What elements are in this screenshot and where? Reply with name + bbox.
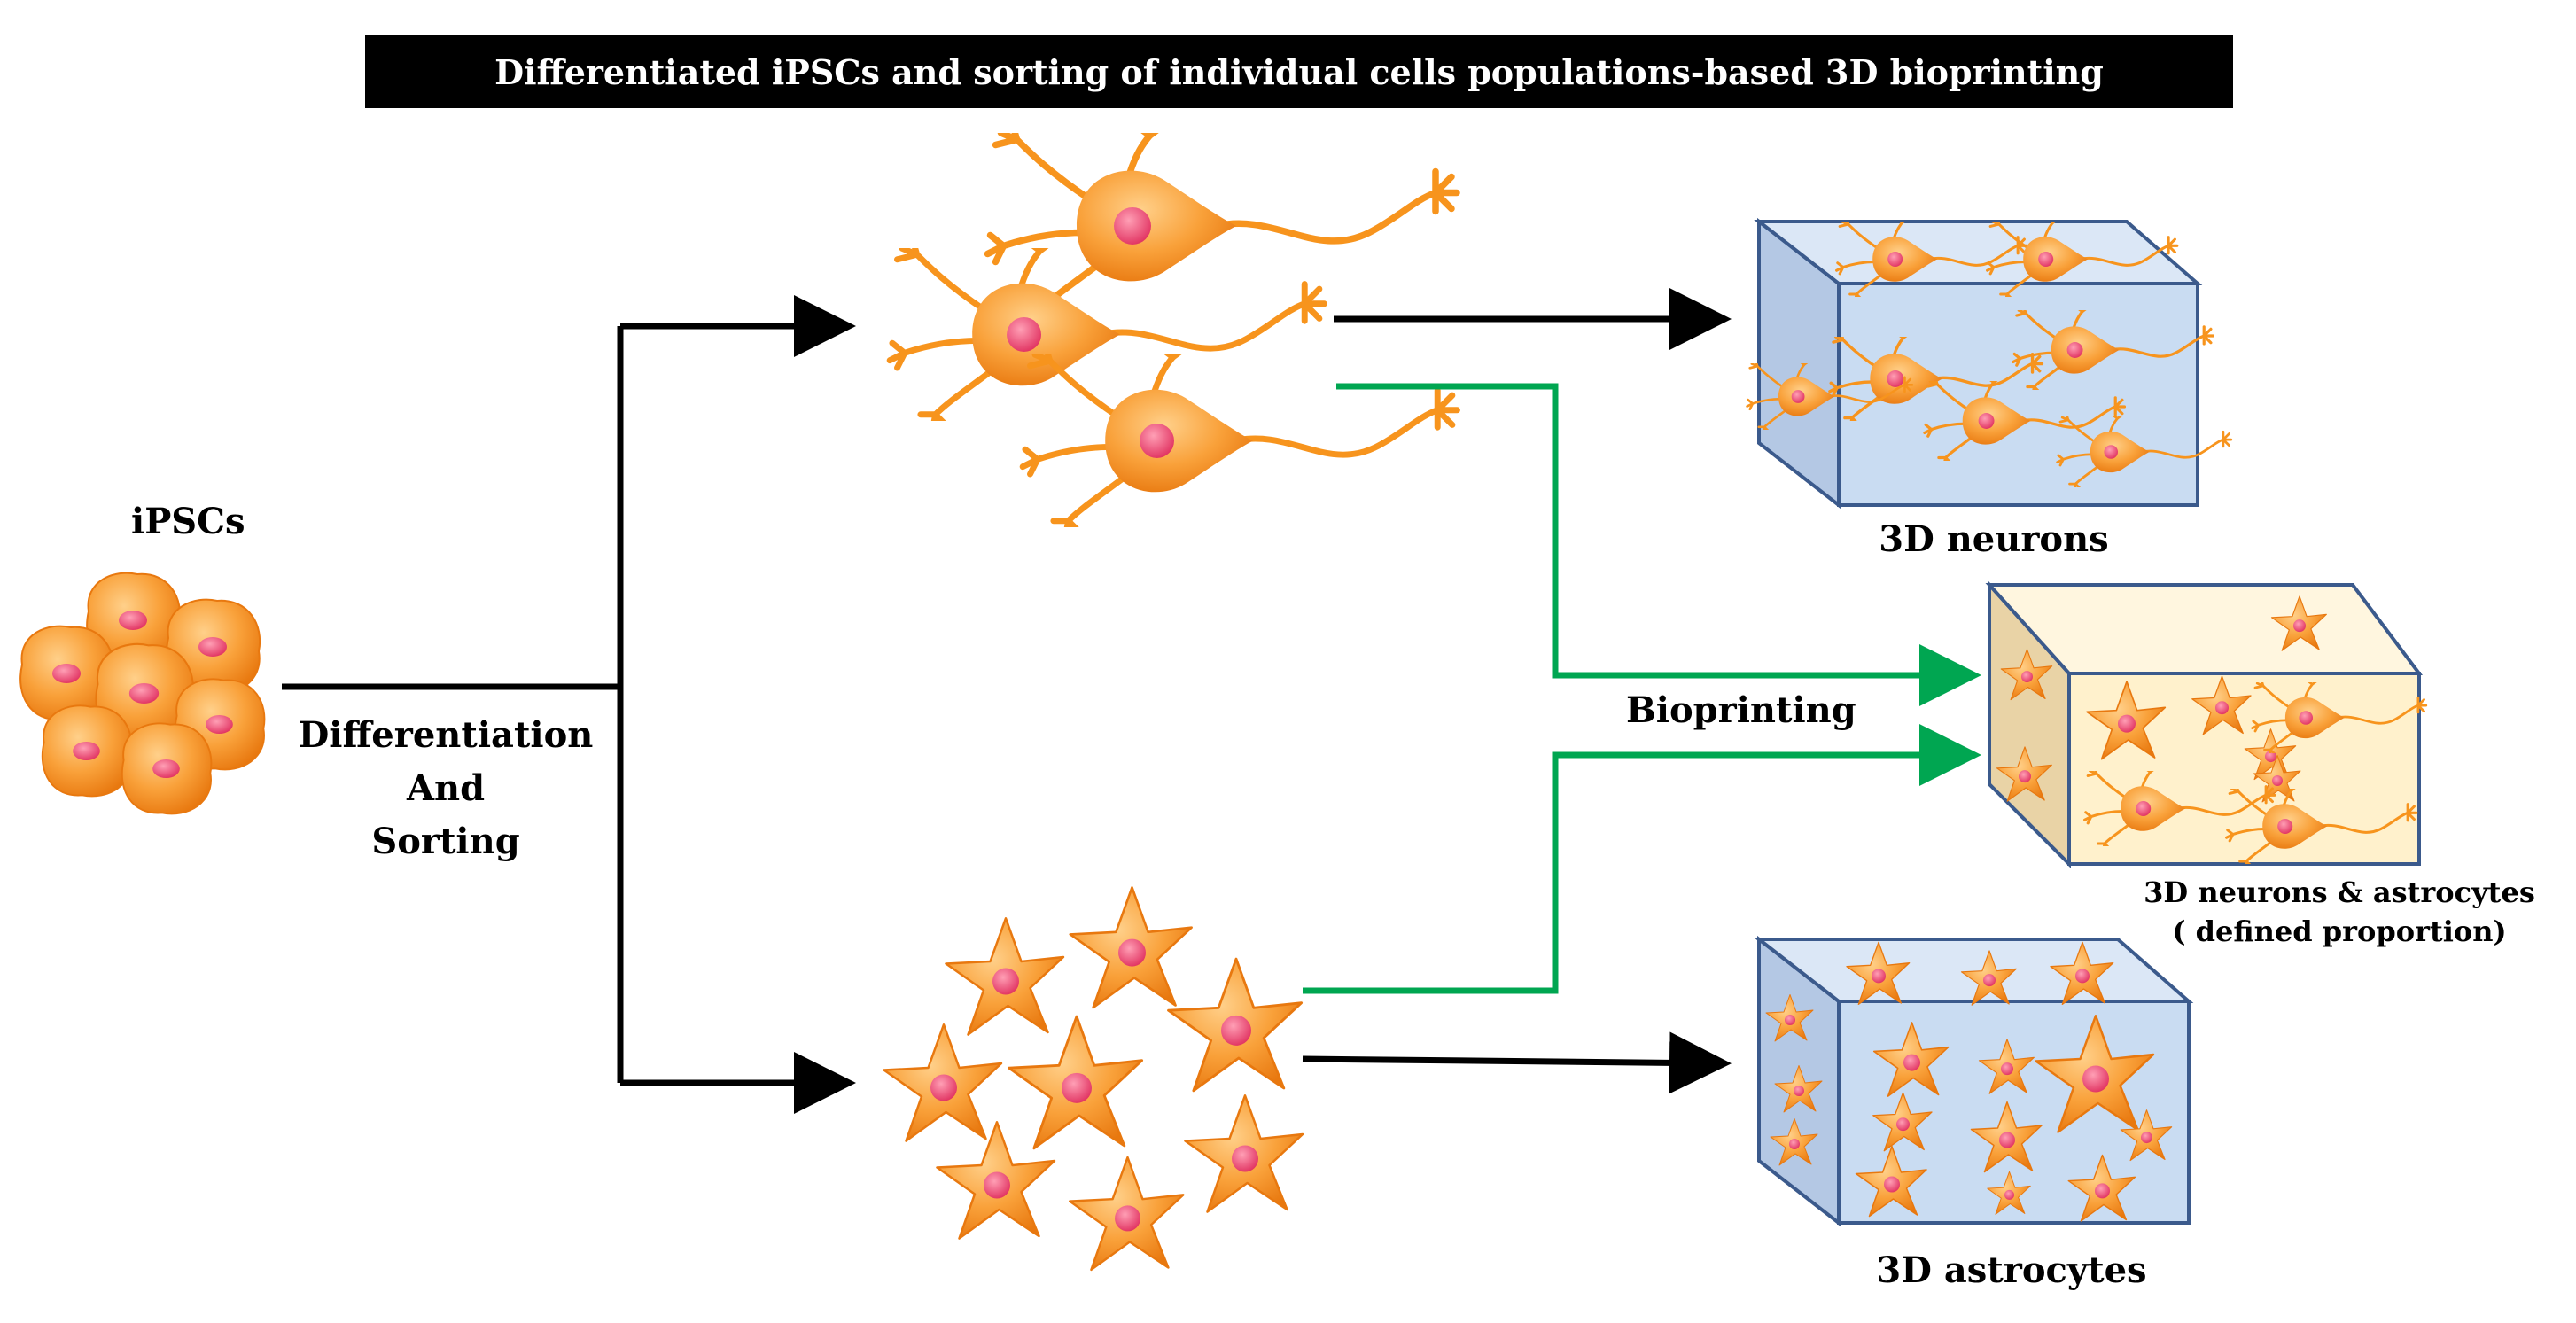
differentiation-branches bbox=[282, 288, 1732, 1114]
label-ipscs: iPSCs bbox=[131, 501, 245, 542]
label-3d-mixed-line1: 3D neurons & astrocytes bbox=[2144, 876, 2535, 909]
label-differentiation: Differentiation And Sorting bbox=[282, 709, 610, 868]
title-bar: Differentiated iPSCs and sorting of indi… bbox=[365, 35, 2233, 108]
label-3d-neurons: 3D neurons bbox=[1879, 518, 2109, 560]
astrocyte-cells bbox=[883, 886, 1304, 1272]
label-3d-astrocytes: 3D astrocytes bbox=[1876, 1249, 2147, 1291]
arrow-astrocytes-to-box bbox=[1302, 1031, 1732, 1094]
bioprinting-arrows bbox=[1303, 383, 1981, 994]
neuron-cells bbox=[890, 121, 1457, 536]
label-3d-mixed-line2: ( defined proportion) bbox=[2172, 914, 2507, 948]
label-bioprinting: Bioprinting bbox=[1626, 689, 1856, 731]
label-3d-mixed: 3D neurons & astrocytes ( defined propor… bbox=[2109, 873, 2570, 951]
ipsc-cluster bbox=[19, 572, 266, 815]
label-differentiation-line2: And bbox=[406, 767, 486, 809]
box-3d-neurons bbox=[1746, 217, 2233, 510]
label-differentiation-line3: Sorting bbox=[371, 821, 520, 862]
label-differentiation-line1: Differentiation bbox=[298, 714, 594, 756]
box-3d-astrocytes bbox=[1754, 935, 2194, 1227]
box-3d-mixed bbox=[1985, 580, 2428, 868]
page-title: Differentiated iPSCs and sorting of indi… bbox=[494, 51, 2104, 92]
